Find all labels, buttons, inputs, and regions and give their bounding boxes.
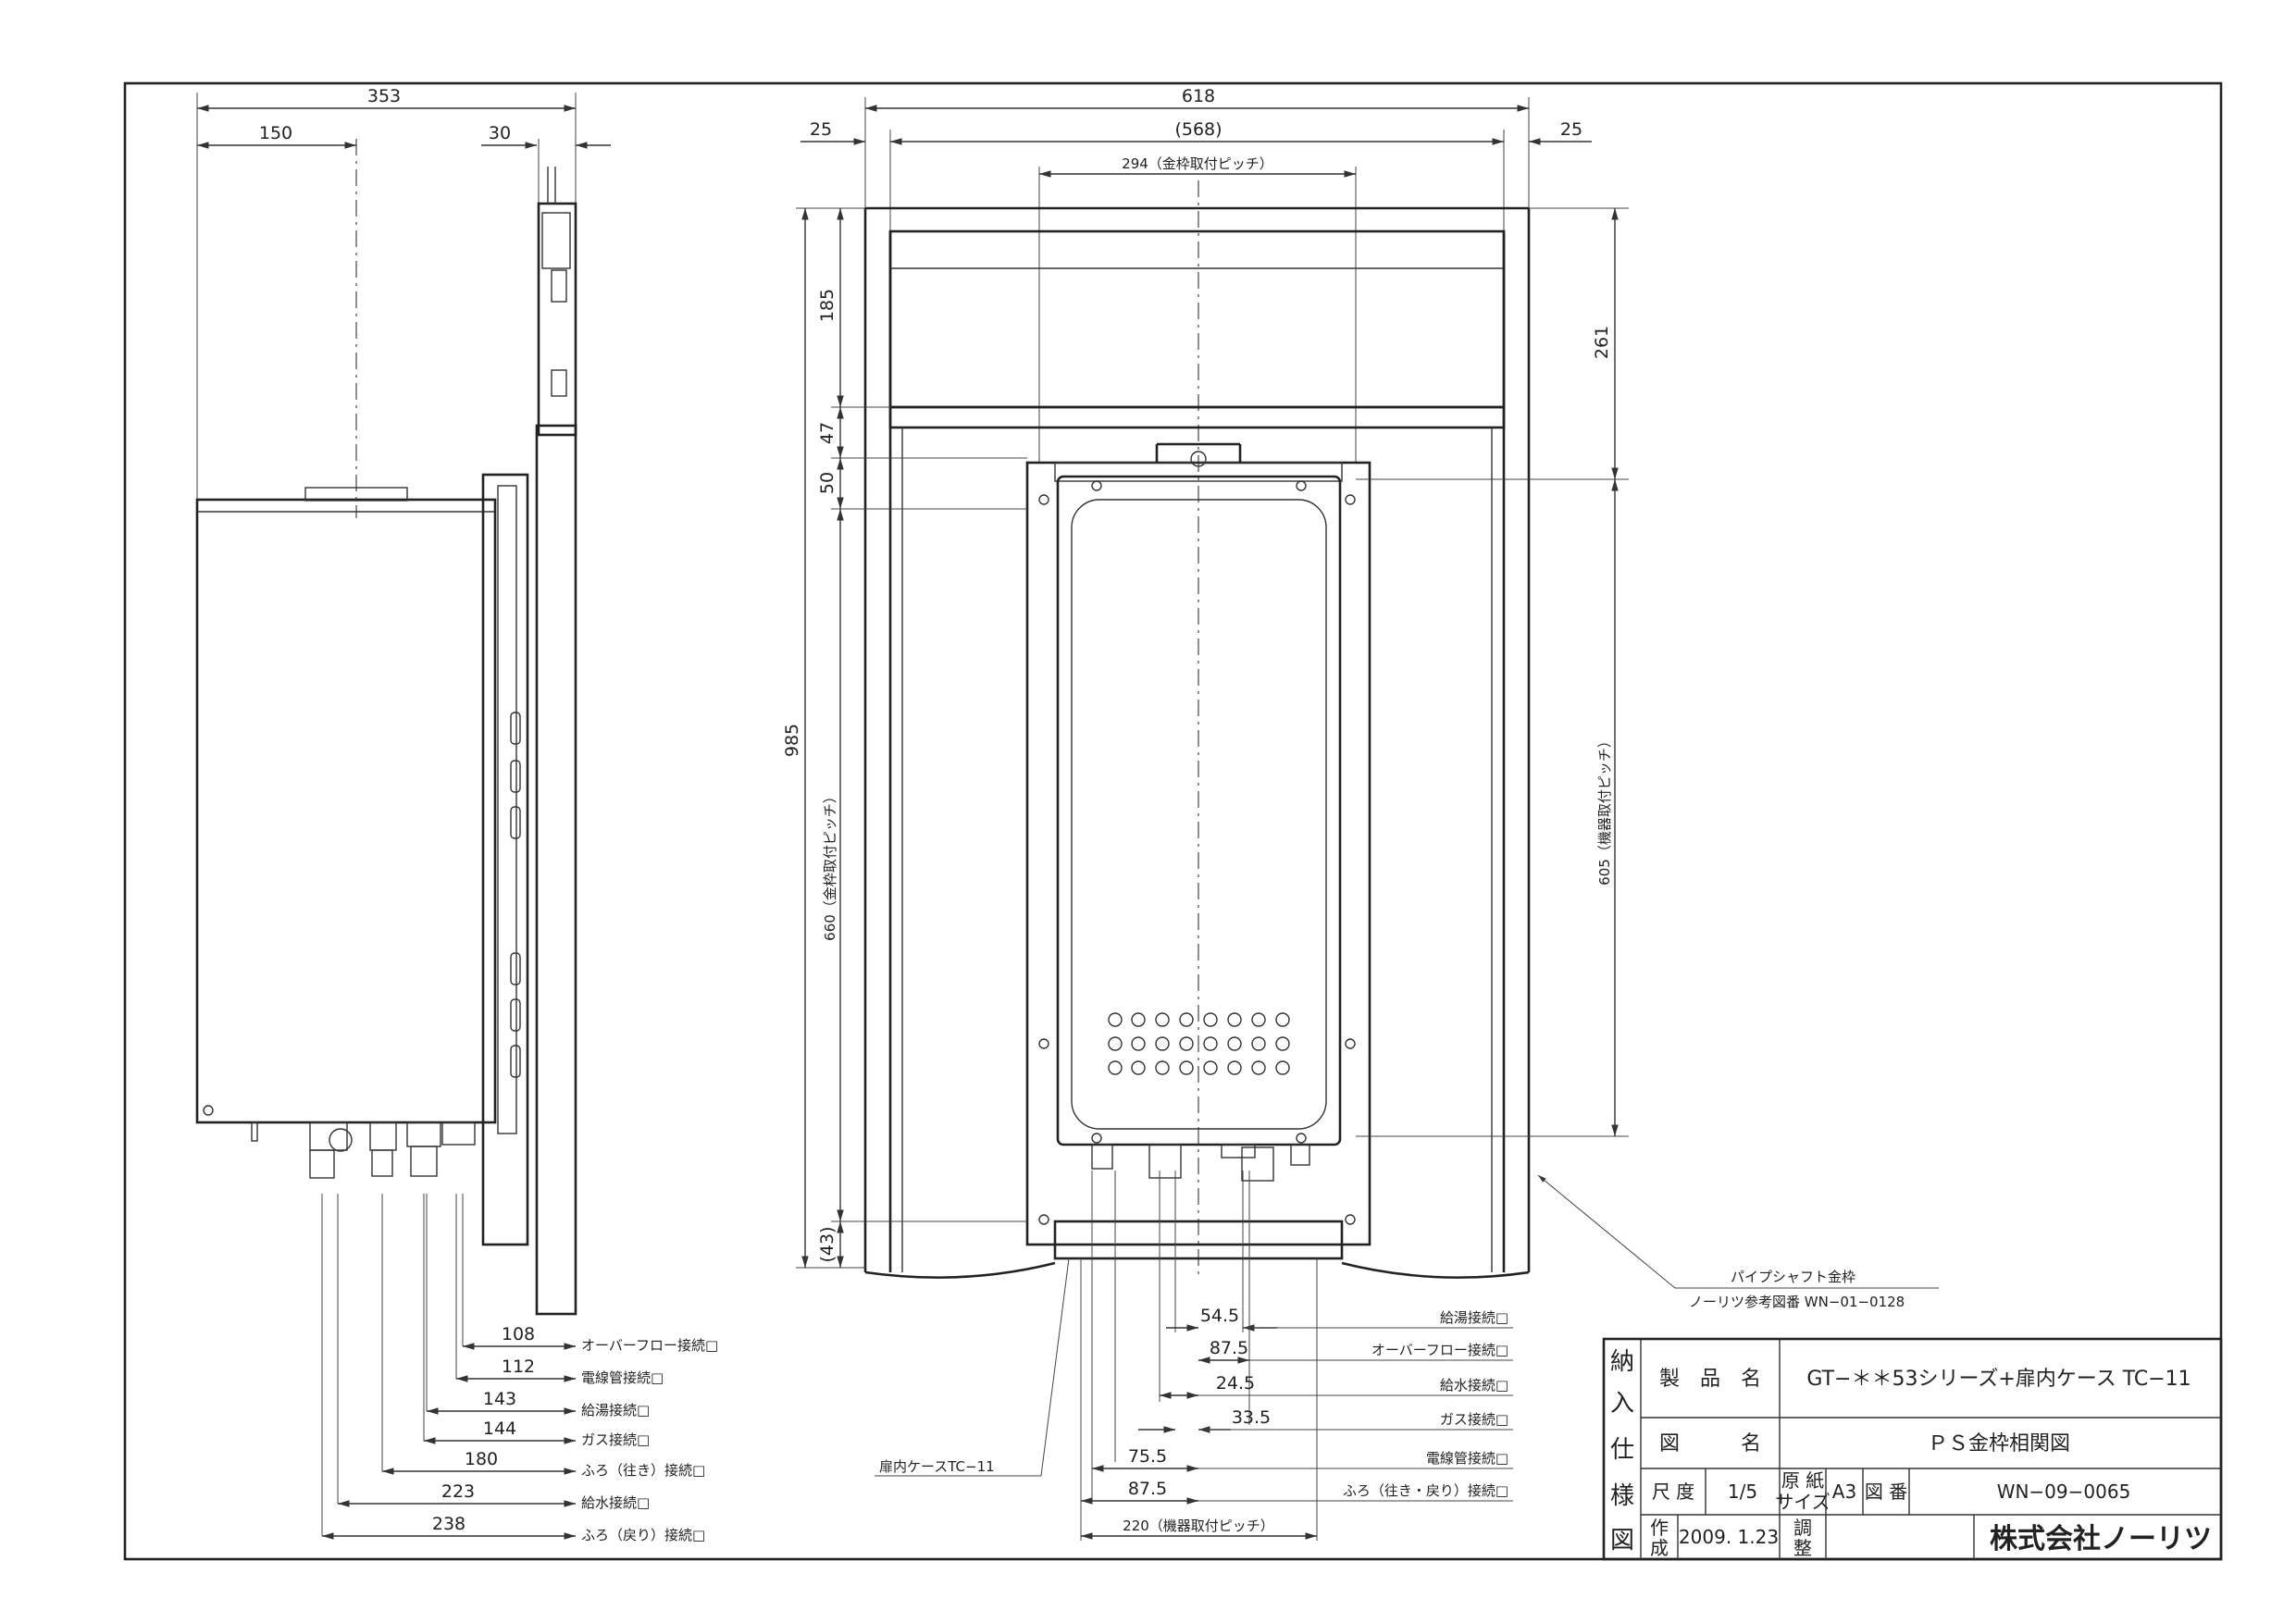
front-connection-list: 54.5 給湯接続□ 87.5 オーバーフロー接続□ 24.5 給水接続□ 33… [1081,1306,1513,1540]
side-conn-value: 238 [432,1514,465,1534]
tb-adjust-label: 調 [1793,1517,1812,1539]
dim-side-total: 353 [367,86,401,106]
pipe-shaft-label: パイプシャフト金枠 [1731,1269,1855,1285]
dim-front-185: 185 [817,289,838,322]
side-conn-label: ふろ（戻り）接続□ [581,1527,705,1543]
front-conn-label: 電線管接続□ [1426,1450,1508,1467]
side-conn-label: ふろ（往き）接続□ [581,1462,705,1479]
side-connection-list: 108 オーバーフロー接続□ 112 電線管接続□ 143 給湯接続□ 144 … [322,1324,718,1543]
front-conn-value: 33.5 [1232,1407,1271,1428]
side-conn-value: 223 [441,1481,475,1502]
dim-front-43: (43) [817,1226,838,1262]
side-conn-value: 112 [502,1357,535,1377]
tb-company: 株式会社ノーリツ [1990,1523,2212,1555]
dim-front-side-left: 25 [810,119,832,140]
front-conn-value: 87.5 [1128,1479,1167,1499]
side-conn-label: 給湯接続□ [581,1402,650,1419]
front-bottom-pitch: 220（機器取付ピッチ） [1123,1518,1274,1534]
front-conn-value: 54.5 [1200,1306,1239,1326]
tb-number-label: 図 番 [1865,1481,1907,1503]
tb-made-label: 成 [1650,1537,1669,1559]
side-conn-value: 108 [502,1324,535,1344]
side-conn-value: 144 [483,1419,516,1439]
front-conn-label: ガス接続□ [1440,1411,1508,1428]
dim-front-985: 985 [782,724,802,757]
tb-side-char: 図 [1610,1527,1634,1555]
tb-number-value: WN−09−0065 [1997,1481,2131,1503]
dim-front-50: 50 [817,472,838,494]
dim-front-605: 605（機器取付ピッチ） [1596,734,1613,886]
tb-scale-value: 1/5 [1728,1481,1757,1503]
tb-product-label: 製 品 名 [1659,1368,1761,1391]
tb-paper-value: A3 [1832,1481,1856,1503]
dim-front-total: 618 [1182,86,1215,106]
tb-paper-label: 原 紙 [1781,1469,1824,1492]
pipe-shaft-ref: ノーリツ参考図番 WN−01−0128 [1689,1294,1905,1310]
front-conn-label: オーバーフロー接続□ [1371,1342,1508,1358]
side-conn-label: 給水接続□ [581,1494,650,1511]
tb-side-char: 様 [1610,1482,1634,1510]
tb-drawing-label: 図 名 [1659,1432,1761,1456]
front-conn-value: 87.5 [1210,1338,1248,1358]
side-conn-label: オーバーフロー接続□ [581,1337,718,1354]
tb-product-value: GT−＊＊53シリーズ+扉内ケース TC−11 [1806,1368,2191,1391]
side-conn-value: 143 [483,1389,516,1409]
dim-front-side-right: 25 [1560,119,1582,140]
front-conn-label: 給湯接続□ [1440,1309,1508,1326]
tb-side-char: 入 [1610,1390,1634,1418]
tb-made-value: 2009. 1.23 [1679,1526,1779,1548]
side-view: 353 150 30 [195,86,718,1543]
front-conn-value: 75.5 [1128,1446,1167,1467]
vent-holes [1108,1012,1290,1075]
dim-side-left: 150 [259,123,292,143]
side-conn-label: ガス接続□ [581,1431,650,1448]
dim-front-frame-pitch: 294（金枠取付ピッチ） [1122,155,1273,172]
dim-side-right: 30 [489,123,511,143]
dim-front-660: 660（金枠取付ピッチ） [822,789,838,941]
tb-scale-label: 尺 度 [1652,1481,1694,1503]
front-conn-value: 24.5 [1216,1373,1255,1394]
case-label: 扉内ケースTC−11 [879,1458,995,1475]
front-view: 618 (568) 25 25 294（金枠取付ピッチ） [782,86,1939,1541]
title-block: 納 入 仕 様 図 製 品 名 GT−＊＊53シリーズ+扉内ケース TC−11 … [1602,1337,2223,1561]
dim-front-inner: (568) [1174,119,1222,140]
dim-front-47: 47 [817,422,838,444]
tb-drawing-value: ＰＳ金枠相関図 [1928,1432,2070,1456]
side-conn-label: 電線管接続□ [581,1369,664,1386]
dim-front-261: 261 [1592,326,1612,359]
tb-adjust-label: 整 [1793,1537,1812,1559]
front-conn-label: ふろ（往き・戻り）接続□ [1343,1482,1508,1499]
tb-made-label: 作 [1650,1517,1669,1539]
front-conn-label: 給水接続□ [1440,1377,1508,1394]
tb-side-char: 仕 [1610,1436,1634,1464]
tb-side-char: 納 [1610,1348,1634,1376]
side-conn-value: 180 [465,1449,498,1469]
sheet-border [123,81,2223,1561]
tb-paper-label: サイズ [1775,1491,1830,1513]
